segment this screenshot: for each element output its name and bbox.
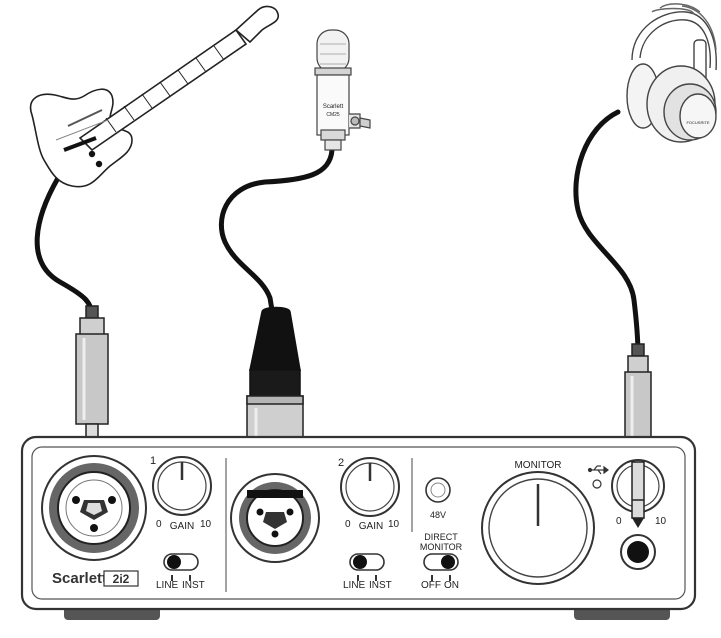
channel-2-gain-min: 0 [345,519,351,530]
channel-1-line-label: LINE [156,580,179,591]
condenser-microphone-icon [314,29,371,151]
brand-badge-box [103,570,139,587]
channel-2-gain-max: 10 [388,519,400,530]
channel-1-line-inst-switch[interactable] [163,553,199,581]
microphone-logo: Scarlett [323,104,344,110]
channel-2-line-label: LINE [343,580,366,591]
channel-2-line-inst-switch[interactable] [349,553,385,581]
electric-guitar-icon [29,5,280,188]
monitor-label: MONITOR [514,460,561,471]
headphone-volume-max: 10 [655,516,667,527]
headphone-output-jack[interactable] [620,534,656,570]
direct-monitor-switch[interactable] [423,553,459,581]
headphone-cable [573,109,641,358]
usb-led [592,479,602,489]
channel-2-gain-knob[interactable] [340,457,400,517]
phantom-power-button[interactable] [425,477,451,503]
headphones-icon [626,3,717,143]
channel-2-number: 2 [338,457,344,469]
channel-1-gain-max: 10 [200,519,212,530]
usb-icon [587,465,609,475]
channel-1-inst-label: INST [182,580,205,591]
channel-2-gain-label: GAIN [359,521,383,532]
direct-monitor-off-label: OFF [421,580,441,591]
channel-2-inst-label: INST [369,580,392,591]
phantom-power-label: 48V [430,510,446,520]
input-2-combo-jack[interactable] [230,473,320,563]
direct-monitor-title-1: DIRECT [424,532,458,542]
headphone-volume-min: 0 [616,516,622,527]
channel-1-gain-min: 0 [156,519,162,530]
headphones-logo: FOCUSRITE [686,120,709,125]
channel-1-number: 1 [150,455,156,467]
brand-name: Scarlett [52,570,107,587]
channel-1-gain-knob[interactable] [152,456,212,516]
input-1-combo-jack[interactable] [41,455,147,561]
brand-badge: 2i2 [113,572,130,586]
direct-monitor-on-label: ON [444,580,459,591]
direct-monitor-title-2: MONITOR [420,542,463,552]
channel-1-gain-label: GAIN [170,521,194,532]
monitor-knob[interactable] [481,471,595,585]
microphone-model: CM25 [326,112,340,118]
microphone-cable [218,147,335,313]
guitar-cable [34,175,95,321]
